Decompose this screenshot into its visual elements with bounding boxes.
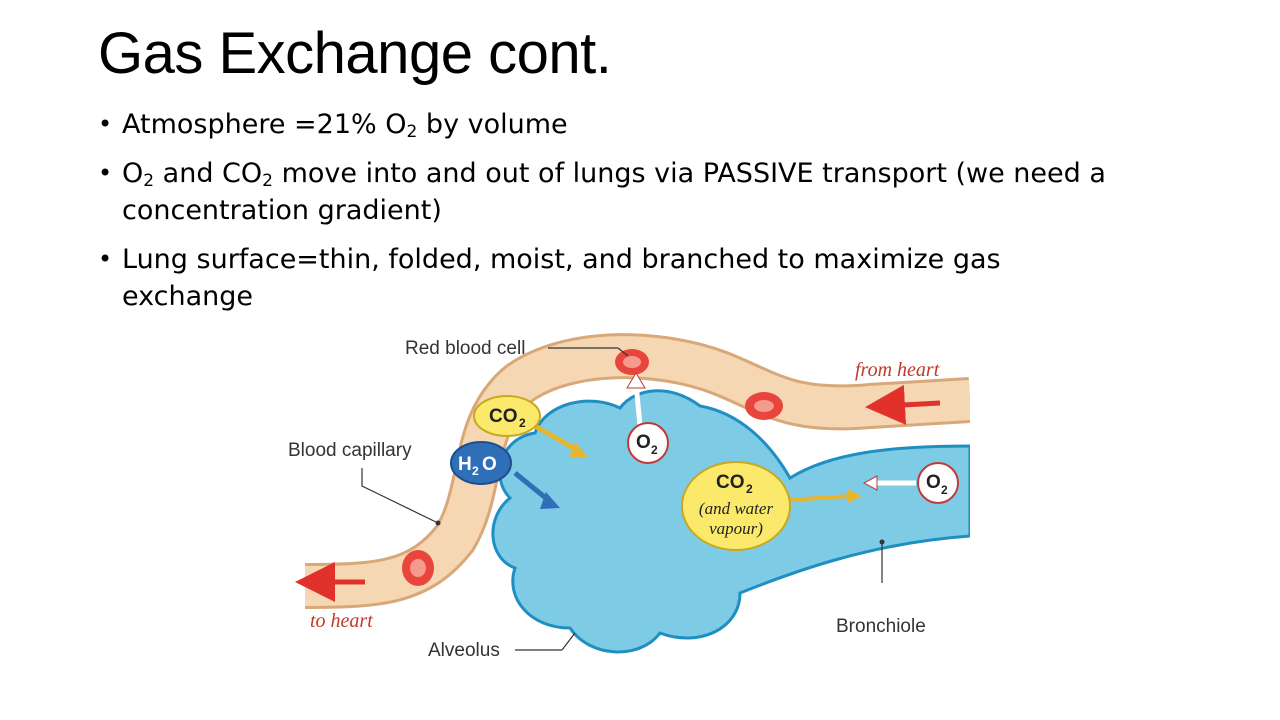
water-vapour-note-2: vapour) <box>709 519 763 538</box>
label-from-heart: from heart <box>855 359 940 381</box>
bullet-list: • Atmosphere =21% O2 by volume • O2 and … <box>98 106 1128 327</box>
co2-label: CO <box>489 406 518 427</box>
arrowhead-icon <box>540 492 560 509</box>
red-blood-cell-icon <box>745 392 783 420</box>
h2o-label-o: O <box>482 454 497 475</box>
o2-label: O <box>926 472 941 493</box>
label-bronchiole: Bronchiole <box>836 616 926 637</box>
co2-label: CO <box>716 472 745 493</box>
leader-dot-icon <box>435 520 441 526</box>
label-red-blood-cell: Red blood cell <box>405 338 525 359</box>
leader-line <box>617 347 629 357</box>
bullet-text-2b: and CO <box>154 158 263 189</box>
red-blood-cell-icon <box>402 550 434 586</box>
co2-out-arrow-icon <box>789 494 851 502</box>
h2o-bubble: H 2 O <box>450 441 512 485</box>
bullet-item: • Atmosphere =21% O2 by volume <box>98 106 1128 143</box>
bullet-item: • Lung surface=thin, folded, moist, and … <box>98 241 1128 315</box>
label-blood-capillary: Blood capillary <box>288 440 412 461</box>
leader-line <box>561 632 576 651</box>
h2o-label-h: H <box>458 454 472 475</box>
slide-title: Gas Exchange cont. <box>98 21 612 86</box>
bullet-text-3: Lung surface=thin, folded, moist, and br… <box>122 244 1001 312</box>
bullet-text-1a: Atmosphere =21% O <box>122 109 407 140</box>
leader-line <box>361 468 439 524</box>
arrowhead-icon <box>862 475 878 491</box>
o2-subscript: 2 <box>651 443 658 457</box>
leader-dot-icon <box>879 539 885 545</box>
water-vapour-note-1: (and water <box>699 499 774 518</box>
bullet-text-2a: O <box>122 158 144 189</box>
gas-exchange-diagram: CO 2 H 2 O O 2 O 2 CO 2 (and water v <box>288 333 970 661</box>
o2-into-blood-arrow-icon <box>633 382 643 427</box>
co2-subscript: 2 <box>519 416 526 430</box>
h2o-subscript: 2 <box>472 464 479 478</box>
o2-subscript: 2 <box>941 483 948 497</box>
red-blood-cell-icon <box>615 349 649 375</box>
arrowhead-icon <box>569 442 588 458</box>
bullet-dot-icon: • <box>98 159 113 187</box>
flow-arrow-from-heart-icon <box>865 384 941 425</box>
bullet-item: • O2 and CO2 move into and out of lungs … <box>98 155 1128 229</box>
co2-subscript: 2 <box>746 482 753 496</box>
co2-bubble: CO 2 <box>473 395 541 437</box>
o2-label: O <box>636 432 651 453</box>
bullet-text-2c: move into and out of lungs via PASSIVE t… <box>122 158 1106 226</box>
o2-bubble: O 2 <box>627 422 669 464</box>
subscript: 2 <box>262 171 273 191</box>
co2-water-bubble: CO 2 (and water vapour) <box>681 461 791 551</box>
bullet-text-1b: by volume <box>417 109 568 140</box>
o2-bubble: O 2 <box>917 462 959 504</box>
bullet-dot-icon: • <box>98 110 113 138</box>
arrowhead-icon <box>626 372 646 389</box>
bullet-dot-icon: • <box>98 245 113 273</box>
label-alveolus: Alveolus <box>428 640 500 661</box>
subscript: 2 <box>406 122 418 142</box>
subscript: 2 <box>143 171 155 191</box>
arrowhead-icon <box>848 489 862 503</box>
label-to-heart: to heart <box>310 610 373 632</box>
